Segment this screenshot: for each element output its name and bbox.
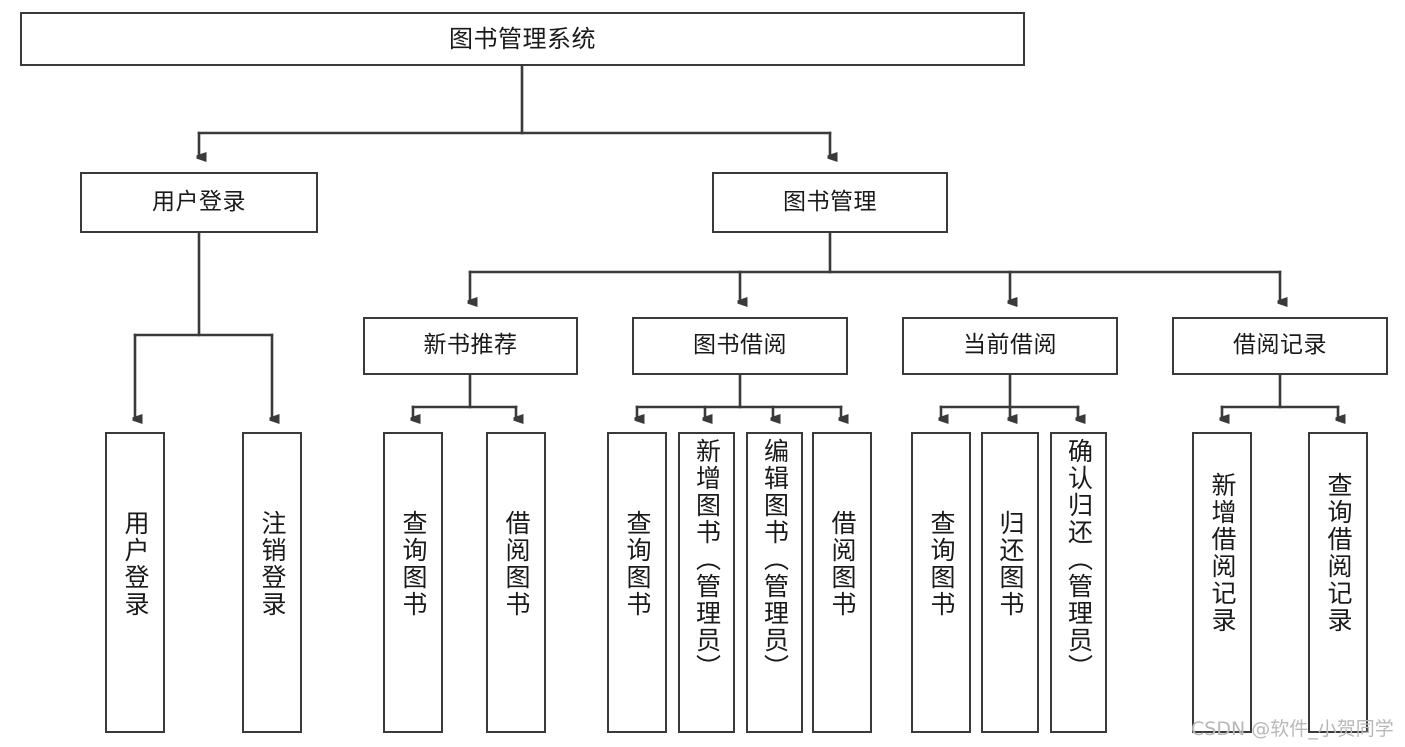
node-book-borrow[interactable]: 图书借阅 xyxy=(632,317,848,375)
node-leaf-edit-book[interactable]: 编辑图书（管理员） xyxy=(746,432,803,733)
node-user-login[interactable]: 用户登录 xyxy=(80,172,318,233)
node-book-borrow-label: 图书借阅 xyxy=(693,332,787,359)
node-leaf-borrow-book-2-label: 借阅图书 xyxy=(828,510,857,618)
node-book-management-label: 图书管理 xyxy=(783,188,877,215)
node-new-book-recommend[interactable]: 新书推荐 xyxy=(363,317,578,375)
node-current-borrow-label: 当前借阅 xyxy=(963,332,1057,359)
node-leaf-query-book-3-label: 查询图书 xyxy=(927,510,956,618)
node-leaf-logout[interactable]: 注销登录 xyxy=(242,432,302,733)
node-leaf-query-book-2-label: 查询图书 xyxy=(623,510,652,618)
node-leaf-query-record[interactable]: 查询借阅记录 xyxy=(1308,432,1368,733)
node-leaf-return-book[interactable]: 归还图书 xyxy=(981,432,1039,733)
node-leaf-add-record-label: 新增借阅记录 xyxy=(1208,472,1237,634)
node-leaf-user-login-label: 用户登录 xyxy=(121,510,150,618)
node-leaf-query-book-3[interactable]: 查询图书 xyxy=(911,432,971,733)
node-leaf-edit-book-label: 编辑图书（管理员） xyxy=(760,438,790,681)
node-leaf-query-record-label: 查询借阅记录 xyxy=(1324,472,1353,634)
node-current-borrow[interactable]: 当前借阅 xyxy=(902,317,1118,375)
node-borrow-record[interactable]: 借阅记录 xyxy=(1172,317,1388,375)
node-leaf-confirm-return[interactable]: 确认归还（管理员） xyxy=(1050,432,1107,733)
node-leaf-query-book-1-label: 查询图书 xyxy=(399,510,428,618)
node-new-book-recommend-label: 新书推荐 xyxy=(423,332,518,359)
node-root-system-label: 图书管理系统 xyxy=(449,24,596,53)
node-leaf-add-book-label: 新增图书（管理员） xyxy=(692,438,722,681)
csdn-watermark: CSDN @软件_小贺同学 xyxy=(1191,718,1394,740)
node-leaf-borrow-book-1-label: 借阅图书 xyxy=(502,510,531,618)
node-leaf-return-book-label: 归还图书 xyxy=(996,510,1025,618)
node-leaf-user-login[interactable]: 用户登录 xyxy=(105,432,165,733)
node-leaf-add-record[interactable]: 新增借阅记录 xyxy=(1192,432,1252,733)
node-leaf-query-book-1[interactable]: 查询图书 xyxy=(383,432,443,733)
node-leaf-logout-label: 注销登录 xyxy=(258,510,287,618)
node-root-system[interactable]: 图书管理系统 xyxy=(20,12,1025,66)
node-user-login-label: 用户登录 xyxy=(152,188,246,215)
node-book-management[interactable]: 图书管理 xyxy=(712,172,948,233)
node-leaf-borrow-book-2[interactable]: 借阅图书 xyxy=(812,432,872,733)
node-leaf-query-book-2[interactable]: 查询图书 xyxy=(607,432,667,733)
node-leaf-confirm-return-label: 确认归还（管理员） xyxy=(1064,438,1094,681)
node-borrow-record-label: 借阅记录 xyxy=(1233,332,1327,359)
node-leaf-borrow-book-1[interactable]: 借阅图书 xyxy=(486,432,546,733)
node-leaf-add-book[interactable]: 新增图书（管理员） xyxy=(678,432,735,733)
